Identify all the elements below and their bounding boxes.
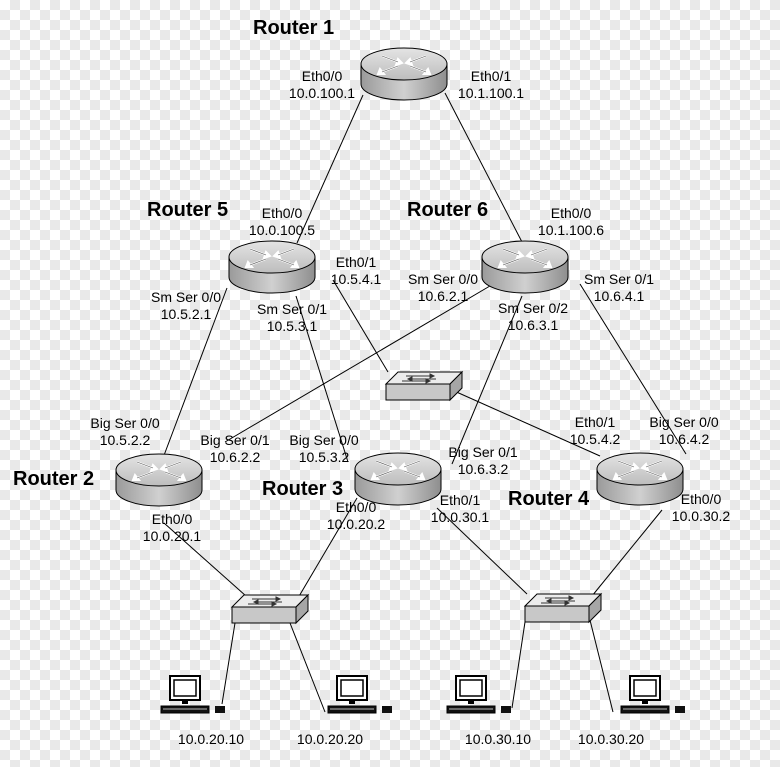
host-3-ip: 10.0.30.10 — [464, 731, 532, 747]
interface-label: Eth0/0 10.0.100.1 — [289, 68, 355, 102]
interface-label: Eth0/1 10.1.100.1 — [458, 68, 524, 102]
interface-name: Sm Ser 0/0 — [150, 289, 222, 305]
interface-name: Eth0/0 — [550, 205, 592, 221]
router-6-label: Router 6 — [407, 199, 489, 221]
interface-ip: 10.1.100.6 — [537, 222, 605, 238]
interface-name: Eth0/0 — [261, 205, 303, 221]
interface-name: Big Ser 0/1 — [200, 432, 270, 448]
interface-name: Eth0/0 — [151, 511, 193, 527]
switch-lan20-icon — [231, 594, 309, 624]
interface-label: Sm Ser 0/1 10.6.4.1 — [584, 271, 654, 305]
interface-label: Eth0/0 10.0.20.1 — [143, 511, 201, 545]
router-4-icon — [596, 452, 684, 506]
interface-label: Big Ser 0/0 10.5.3.2 — [289, 432, 358, 466]
interface-name: Big Ser 0/1 — [448, 444, 518, 460]
router-2-icon — [115, 453, 203, 507]
interface-ip: 10.5.3.2 — [298, 449, 350, 465]
interface-label: Eth0/1 10.0.30.1 — [431, 492, 489, 526]
interface-name: Big Ser 0/0 — [649, 414, 719, 430]
switch-core-icon — [385, 371, 463, 401]
interface-label: Sm Ser 0/0 10.5.2.1 — [151, 289, 221, 323]
router-4-label: Router 4 — [508, 488, 590, 510]
interface-label: Big Ser 0/1 10.6.3.2 — [448, 444, 517, 478]
interface-ip: 10.0.30.1 — [430, 509, 490, 525]
interface-name: Eth0/0 — [335, 499, 377, 515]
interface-ip: 10.6.3.2 — [457, 461, 509, 477]
pc-host-1-icon — [160, 675, 226, 714]
interface-ip: 10.6.2.2 — [209, 449, 261, 465]
interface-ip: 10.0.20.1 — [142, 528, 202, 544]
interface-name: Eth0/1 — [470, 68, 512, 84]
interface-ip: 10.6.2.1 — [417, 288, 469, 304]
pc-host-3-icon — [446, 675, 512, 714]
interface-ip: 10.6.3.1 — [507, 317, 559, 333]
interface-name: Eth0/1 — [335, 254, 377, 270]
host-4-ip: 10.0.30.20 — [577, 731, 645, 747]
interface-label: Sm Ser 0/1 10.5.3.1 — [257, 301, 327, 335]
interface-label: Big Ser 0/0 10.6.4.2 — [649, 414, 718, 448]
interface-name: Sm Ser 0/1 — [256, 301, 328, 317]
interface-label: Eth0/0 10.1.100.6 — [538, 205, 604, 239]
network-links — [159, 92, 687, 713]
host-1-ip: 10.0.20.10 — [177, 731, 245, 747]
interface-label: Sm Ser 0/0 10.6.2.1 — [408, 271, 478, 305]
interface-name: Big Ser 0/0 — [90, 415, 160, 431]
interface-name: Eth0/1 — [574, 414, 616, 430]
router-1-icon — [360, 47, 448, 101]
router-5-icon — [228, 240, 316, 294]
pc-host-2-icon — [327, 675, 393, 714]
interface-ip: 10.0.20.2 — [326, 516, 386, 532]
interface-ip: 10.5.2.2 — [99, 432, 151, 448]
router-3-icon — [354, 452, 442, 506]
interface-ip: 10.0.100.1 — [288, 85, 356, 101]
interface-ip: 10.1.100.1 — [457, 85, 525, 101]
interface-name: Eth0/0 — [301, 68, 343, 84]
interface-ip: 10.6.4.1 — [593, 288, 645, 304]
pc-host-4-icon — [620, 675, 686, 714]
interface-name: Eth0/1 — [439, 492, 481, 508]
switch-lan30-icon — [524, 593, 602, 623]
interface-name: Big Ser 0/0 — [289, 432, 359, 448]
interface-ip: 10.0.30.2 — [671, 508, 731, 524]
interface-label: Eth0/1 10.5.4.1 — [331, 254, 382, 288]
router-6-icon — [481, 240, 569, 294]
interface-name: Sm Ser 0/2 — [497, 300, 569, 316]
interface-ip: 10.5.3.1 — [266, 318, 318, 334]
interface-label: Eth0/0 10.0.100.5 — [249, 205, 315, 239]
router-3-label: Router 3 — [262, 478, 344, 500]
router-2-label: Router 2 — [13, 468, 95, 490]
interface-label: Big Ser 0/0 10.5.2.2 — [90, 415, 159, 449]
interface-ip: 10.5.4.2 — [569, 431, 621, 447]
interface-ip: 10.5.4.1 — [330, 271, 382, 287]
interface-ip: 10.5.2.1 — [160, 306, 212, 322]
interface-name: Sm Ser 0/0 — [407, 271, 479, 287]
interface-name: Eth0/0 — [680, 491, 722, 507]
interface-label: Big Ser 0/1 10.6.2.2 — [200, 432, 269, 466]
interface-label: Eth0/0 10.0.20.2 — [327, 499, 385, 533]
interface-label: Sm Ser 0/2 10.6.3.1 — [498, 300, 568, 334]
interface-ip: 10.6.4.2 — [658, 431, 710, 447]
router-1-label: Router 1 — [253, 17, 335, 39]
router-5-label: Router 5 — [147, 199, 229, 221]
interface-label: Eth0/1 10.5.4.2 — [570, 414, 621, 448]
interface-label: Eth0/0 10.0.30.2 — [672, 491, 730, 525]
interface-ip: 10.0.100.5 — [248, 222, 316, 238]
interface-name: Sm Ser 0/1 — [583, 271, 655, 287]
host-2-ip: 10.0.20.20 — [296, 731, 364, 747]
